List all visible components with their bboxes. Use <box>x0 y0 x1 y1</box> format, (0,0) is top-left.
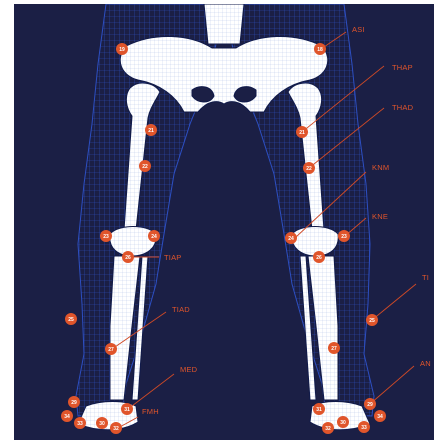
marker-number: 30 <box>340 420 346 426</box>
marker-right-tiad: 27 <box>328 342 340 354</box>
marker-number: 24 <box>151 234 157 240</box>
marker-number: 34 <box>64 414 70 420</box>
marker-left-toe-c: 30 <box>96 417 108 429</box>
marker-number: 23 <box>103 234 109 240</box>
label-med: MED <box>180 365 198 374</box>
marker-left-asi: 19 <box>116 43 128 55</box>
marker-right-tiap: 26 <box>313 251 325 263</box>
marker-number: 23 <box>341 234 347 240</box>
label-knm: KNM <box>372 163 389 172</box>
marker-left-tiad: 27 <box>105 343 117 355</box>
marker-left-med: 31 <box>121 403 133 415</box>
marker-right-asi: 18 <box>314 43 326 55</box>
marker-number: 33 <box>77 421 83 427</box>
marker-number: 21 <box>299 130 305 136</box>
marker-number: 24 <box>288 236 294 242</box>
marker-number: 26 <box>316 255 322 261</box>
spine <box>204 4 244 44</box>
label-tib: TI <box>422 273 429 282</box>
label-tiad: TIAD <box>172 305 190 314</box>
marker-number: 29 <box>71 400 77 406</box>
marker-number: 32 <box>325 426 331 432</box>
marker-number: 25 <box>68 317 74 323</box>
marker-right-kne: 23 <box>338 230 350 242</box>
marker-right-thap: 21 <box>296 126 308 138</box>
marker-number: 18 <box>317 47 323 53</box>
marker-left-kne: 24 <box>148 230 160 242</box>
marker-number: 32 <box>113 426 119 432</box>
marker-number: 26 <box>125 255 131 261</box>
label-thad: THAD <box>392 103 414 112</box>
marker-number: 27 <box>331 346 337 352</box>
marker-number: 30 <box>99 421 105 427</box>
marker-left-thad: 22 <box>139 160 151 172</box>
anatomy-diagram: ASI THAP THAD KNM KNE TIAP TIAD TI MED F… <box>14 4 434 440</box>
marker-left-fibula: 25 <box>65 313 77 325</box>
marker-number: 21 <box>148 128 154 134</box>
marker-right-toe-b: 34 <box>374 410 386 422</box>
label-fmh: FMH <box>142 407 159 416</box>
label-tiap: TIAP <box>164 253 181 262</box>
marker-number: 31 <box>316 407 322 413</box>
marker-right-ank: 29 <box>364 398 376 410</box>
marker-right-thad: 22 <box>303 162 315 174</box>
marker-right-tib: 25 <box>366 314 378 326</box>
marker-left-knm: 23 <box>100 230 112 242</box>
marker-left-toe-a: 34 <box>61 410 73 422</box>
marker-left-toe-d: 32 <box>110 422 122 434</box>
marker-number: 33 <box>361 425 367 431</box>
label-thap: THAP <box>392 63 413 72</box>
marker-number: 29 <box>367 402 373 408</box>
label-ank: AN <box>420 359 431 368</box>
marker-left-heel: 29 <box>68 396 80 408</box>
marker-number: 22 <box>142 164 148 170</box>
marker-right-knm: 24 <box>285 232 297 244</box>
marker-right-toe-d: 33 <box>358 421 370 433</box>
marker-right-med: 31 <box>313 403 325 415</box>
marker-left-toe-b: 33 <box>74 417 86 429</box>
marker-number: 31 <box>124 407 130 413</box>
label-asi: ASI <box>352 25 365 34</box>
marker-left-thap: 21 <box>145 124 157 136</box>
marker-number: 34 <box>377 414 383 420</box>
marker-number: 25 <box>369 318 375 324</box>
marker-right-toe-c: 32 <box>322 422 334 434</box>
marker-right-toe-a: 30 <box>337 416 349 428</box>
label-kne: KNE <box>372 212 388 221</box>
marker-number: 27 <box>108 347 114 353</box>
marker-number: 22 <box>306 166 312 172</box>
marker-left-tiap: 26 <box>122 251 134 263</box>
marker-number: 19 <box>119 47 125 53</box>
